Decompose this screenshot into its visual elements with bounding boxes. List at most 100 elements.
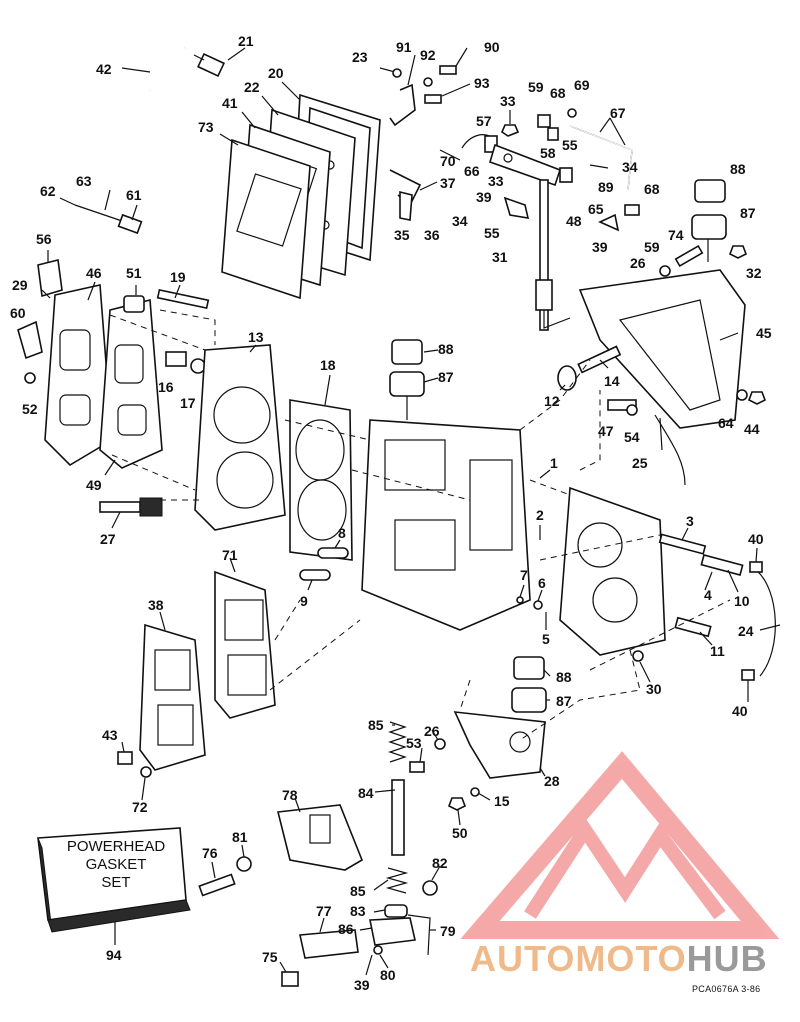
hose-42 xyxy=(147,45,187,92)
callout-29: 29 xyxy=(12,277,28,293)
screw-53 xyxy=(409,761,425,773)
callout-51: 51 xyxy=(126,265,142,281)
callout-30: 30 xyxy=(646,681,662,697)
callout-66: 66 xyxy=(464,163,480,179)
callout-50: 50 xyxy=(452,825,468,841)
watermark-logo xyxy=(460,751,780,939)
callout-5: 5 xyxy=(542,631,550,647)
washer-64 xyxy=(736,389,748,401)
callout-13: 13 xyxy=(248,329,264,345)
callout-55-b: 55 xyxy=(484,225,500,241)
callout-14: 14 xyxy=(604,373,620,389)
dowel-9 xyxy=(299,569,331,581)
ground-wire-25 xyxy=(654,414,686,486)
washer-80 xyxy=(373,945,383,955)
lever-59 xyxy=(598,213,620,232)
bracket-35 xyxy=(399,190,413,221)
nut-32 xyxy=(728,245,748,259)
bracket-91 xyxy=(389,83,416,127)
callout-68-a: 68 xyxy=(550,85,566,101)
washer-92 xyxy=(423,77,433,87)
reference-code: PCA0676A 3-86 xyxy=(692,984,761,994)
fitting-40-top xyxy=(749,561,763,573)
washer-26 xyxy=(659,265,671,277)
callout-39-c: 39 xyxy=(354,977,370,993)
callout-43: 43 xyxy=(102,727,118,743)
callout-69: 69 xyxy=(574,77,590,93)
callout-83: 83 xyxy=(350,903,366,919)
clamp-60 xyxy=(17,320,43,360)
callout-85-top: 85 xyxy=(368,717,384,733)
spark-plug-27 xyxy=(99,497,163,517)
callout-94: 94 xyxy=(106,947,122,963)
callout-60: 60 xyxy=(10,305,26,321)
bolt-74 xyxy=(674,244,704,268)
assembly-lines xyxy=(109,309,731,741)
callout-53: 53 xyxy=(406,735,422,751)
callout-68-b: 68 xyxy=(644,181,660,197)
callout-41: 41 xyxy=(222,95,238,111)
callout-88-top: 88 xyxy=(730,161,746,177)
bolt-14 xyxy=(577,345,622,374)
callout-76: 76 xyxy=(202,845,218,861)
sender-wire-61 xyxy=(74,204,143,235)
callout-42: 42 xyxy=(96,61,112,77)
spring-clip-79 xyxy=(407,914,431,956)
cover-38 xyxy=(139,623,206,771)
spring-85-top xyxy=(388,721,407,763)
cap-83 xyxy=(384,904,408,918)
link-rod-67 xyxy=(569,125,633,191)
callout-79: 79 xyxy=(440,923,456,939)
callout-62: 62 xyxy=(40,183,56,199)
watermark-text-part-b: HUB xyxy=(686,938,768,979)
bracket-55 xyxy=(503,196,530,219)
callout-86: 86 xyxy=(338,921,354,937)
callout-26-lower: 26 xyxy=(424,723,440,739)
callout-63: 63 xyxy=(76,173,92,189)
callout-36: 36 xyxy=(424,227,440,243)
callout-39-a: 39 xyxy=(476,189,492,205)
callout-88-lower: 88 xyxy=(556,669,572,685)
fitting-40-bottom xyxy=(741,669,755,681)
mount-87-center xyxy=(389,371,425,420)
callout-9: 9 xyxy=(300,593,308,609)
shaft-84 xyxy=(391,779,405,856)
callout-40-bottom: 40 xyxy=(732,703,748,719)
leader-lines xyxy=(41,47,781,976)
cam-plate-66 xyxy=(489,143,562,187)
callout-2: 2 xyxy=(536,507,544,523)
exhaust-gasket-73 xyxy=(221,138,311,300)
bolt-19 xyxy=(156,288,210,310)
seal-6 xyxy=(533,600,543,610)
callout-74: 74 xyxy=(668,227,684,243)
callout-27: 27 xyxy=(100,531,116,547)
callout-45: 45 xyxy=(756,325,772,341)
callout-39-b: 39 xyxy=(592,239,608,255)
bolt-10 xyxy=(700,554,744,576)
mount-88-top xyxy=(694,179,726,203)
callout-54: 54 xyxy=(624,429,640,445)
callout-85-bottom: 85 xyxy=(350,883,366,899)
callout-18: 18 xyxy=(320,357,336,373)
callout-21: 21 xyxy=(238,33,254,49)
callout-55-a: 55 xyxy=(562,137,578,153)
callout-16: 16 xyxy=(158,379,174,395)
mount-88-center xyxy=(391,339,423,365)
callout-24: 24 xyxy=(738,623,754,639)
crankcase-cover xyxy=(559,486,666,656)
callout-91: 91 xyxy=(396,39,412,55)
clip-58 xyxy=(547,127,559,141)
bolt-75 xyxy=(281,971,299,987)
screw-93 xyxy=(424,94,442,104)
gasket-set-label: POWERHEAD GASKET SET xyxy=(50,838,182,892)
nut-82 xyxy=(422,880,438,896)
callout-56: 56 xyxy=(36,231,52,247)
plug-12 xyxy=(557,365,577,391)
pin-7 xyxy=(516,596,524,604)
screw-23 xyxy=(379,67,402,78)
callout-52: 52 xyxy=(22,401,38,417)
mount-87-lower xyxy=(511,687,547,713)
washer-15 xyxy=(470,787,480,797)
screw-90 xyxy=(439,65,457,75)
callout-93: 93 xyxy=(474,75,490,91)
